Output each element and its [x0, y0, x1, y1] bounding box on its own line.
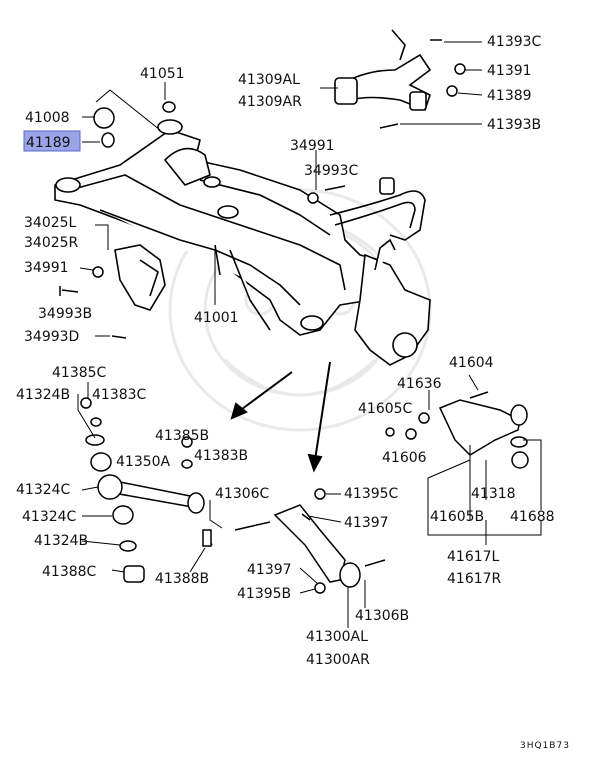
- label-41385B: 41385B: [155, 428, 209, 444]
- label-41001: 41001: [194, 310, 239, 326]
- label-41393C: 41393C: [487, 34, 542, 50]
- label-41397-top: 41397: [344, 515, 389, 531]
- label-34025R: 34025R: [24, 235, 79, 251]
- crossmember-41001: [54, 119, 396, 336]
- label-41309AL: 41309AL: [238, 72, 300, 88]
- label-41636: 41636: [397, 376, 442, 392]
- label-41395B: 41395B: [237, 586, 291, 602]
- label-41389: 41389: [487, 88, 532, 104]
- lower-arm-41350A: [80, 397, 213, 583]
- label-41309AR: 41309AR: [238, 94, 302, 110]
- label-41688: 41688: [510, 509, 555, 525]
- label-41300AL: 41300AL: [306, 629, 368, 645]
- label-34993B: 34993B: [38, 306, 92, 322]
- diagram-code: 3HQ1B73: [520, 741, 570, 751]
- label-34025L: 34025L: [24, 215, 77, 231]
- label-41008: 41008: [25, 110, 70, 126]
- label-41383B: 41383B: [194, 448, 248, 464]
- label-41189: 41189: [26, 135, 71, 151]
- stabilizer-bar: [329, 177, 426, 241]
- label-41300AR: 41300AR: [306, 652, 370, 668]
- label-41604: 41604: [449, 355, 494, 371]
- bracket-34025: [114, 244, 166, 311]
- label-41324C-a: 41324C: [16, 482, 71, 498]
- label-41350A: 41350A: [116, 454, 171, 470]
- label-41395C: 41395C: [344, 486, 399, 502]
- label-41617L: 41617L: [447, 549, 500, 565]
- small-parts: [59, 39, 466, 339]
- part-labels: 41051 41008 41189 41309AL 41309AR 41393C…: [16, 34, 555, 668]
- label-34993C: 34993C: [304, 163, 359, 179]
- lower-arm-41300A: [234, 488, 386, 594]
- label-41385C: 41385C: [52, 365, 107, 381]
- link-41318: [385, 391, 529, 469]
- label-34993D: 34993D: [24, 329, 79, 345]
- label-41306B: 41306B: [355, 608, 409, 624]
- label-41397-bottom: 41397: [247, 562, 292, 578]
- label-41324B-top: 41324B: [16, 387, 70, 403]
- label-41388C: 41388C: [42, 564, 97, 580]
- label-41617R: 41617R: [447, 571, 502, 587]
- label-41393B: 41393B: [487, 117, 541, 133]
- label-34991-top: 34991: [290, 138, 335, 154]
- leader-lines: [77, 41, 542, 628]
- label-41324C-b: 41324C: [22, 509, 77, 525]
- highlight-box: [23, 130, 81, 152]
- label-41391: 41391: [487, 63, 532, 79]
- label-41324B-b: 41324B: [34, 533, 88, 549]
- label-34991-left: 34991: [24, 260, 69, 276]
- upper-arm-41309: [334, 29, 432, 112]
- label-41605B: 41605B: [430, 509, 484, 525]
- label-41306C: 41306C: [215, 486, 270, 502]
- label-41051: 41051: [140, 66, 185, 82]
- knuckle-hub: [354, 238, 431, 366]
- label-41318: 41318: [471, 486, 516, 502]
- label-41383C: 41383C: [92, 387, 147, 403]
- label-41388B: 41388B: [155, 571, 209, 587]
- label-41606: 41606: [382, 450, 427, 466]
- pointer-arrows: [230, 361, 331, 473]
- label-41605C: 41605C: [358, 401, 413, 417]
